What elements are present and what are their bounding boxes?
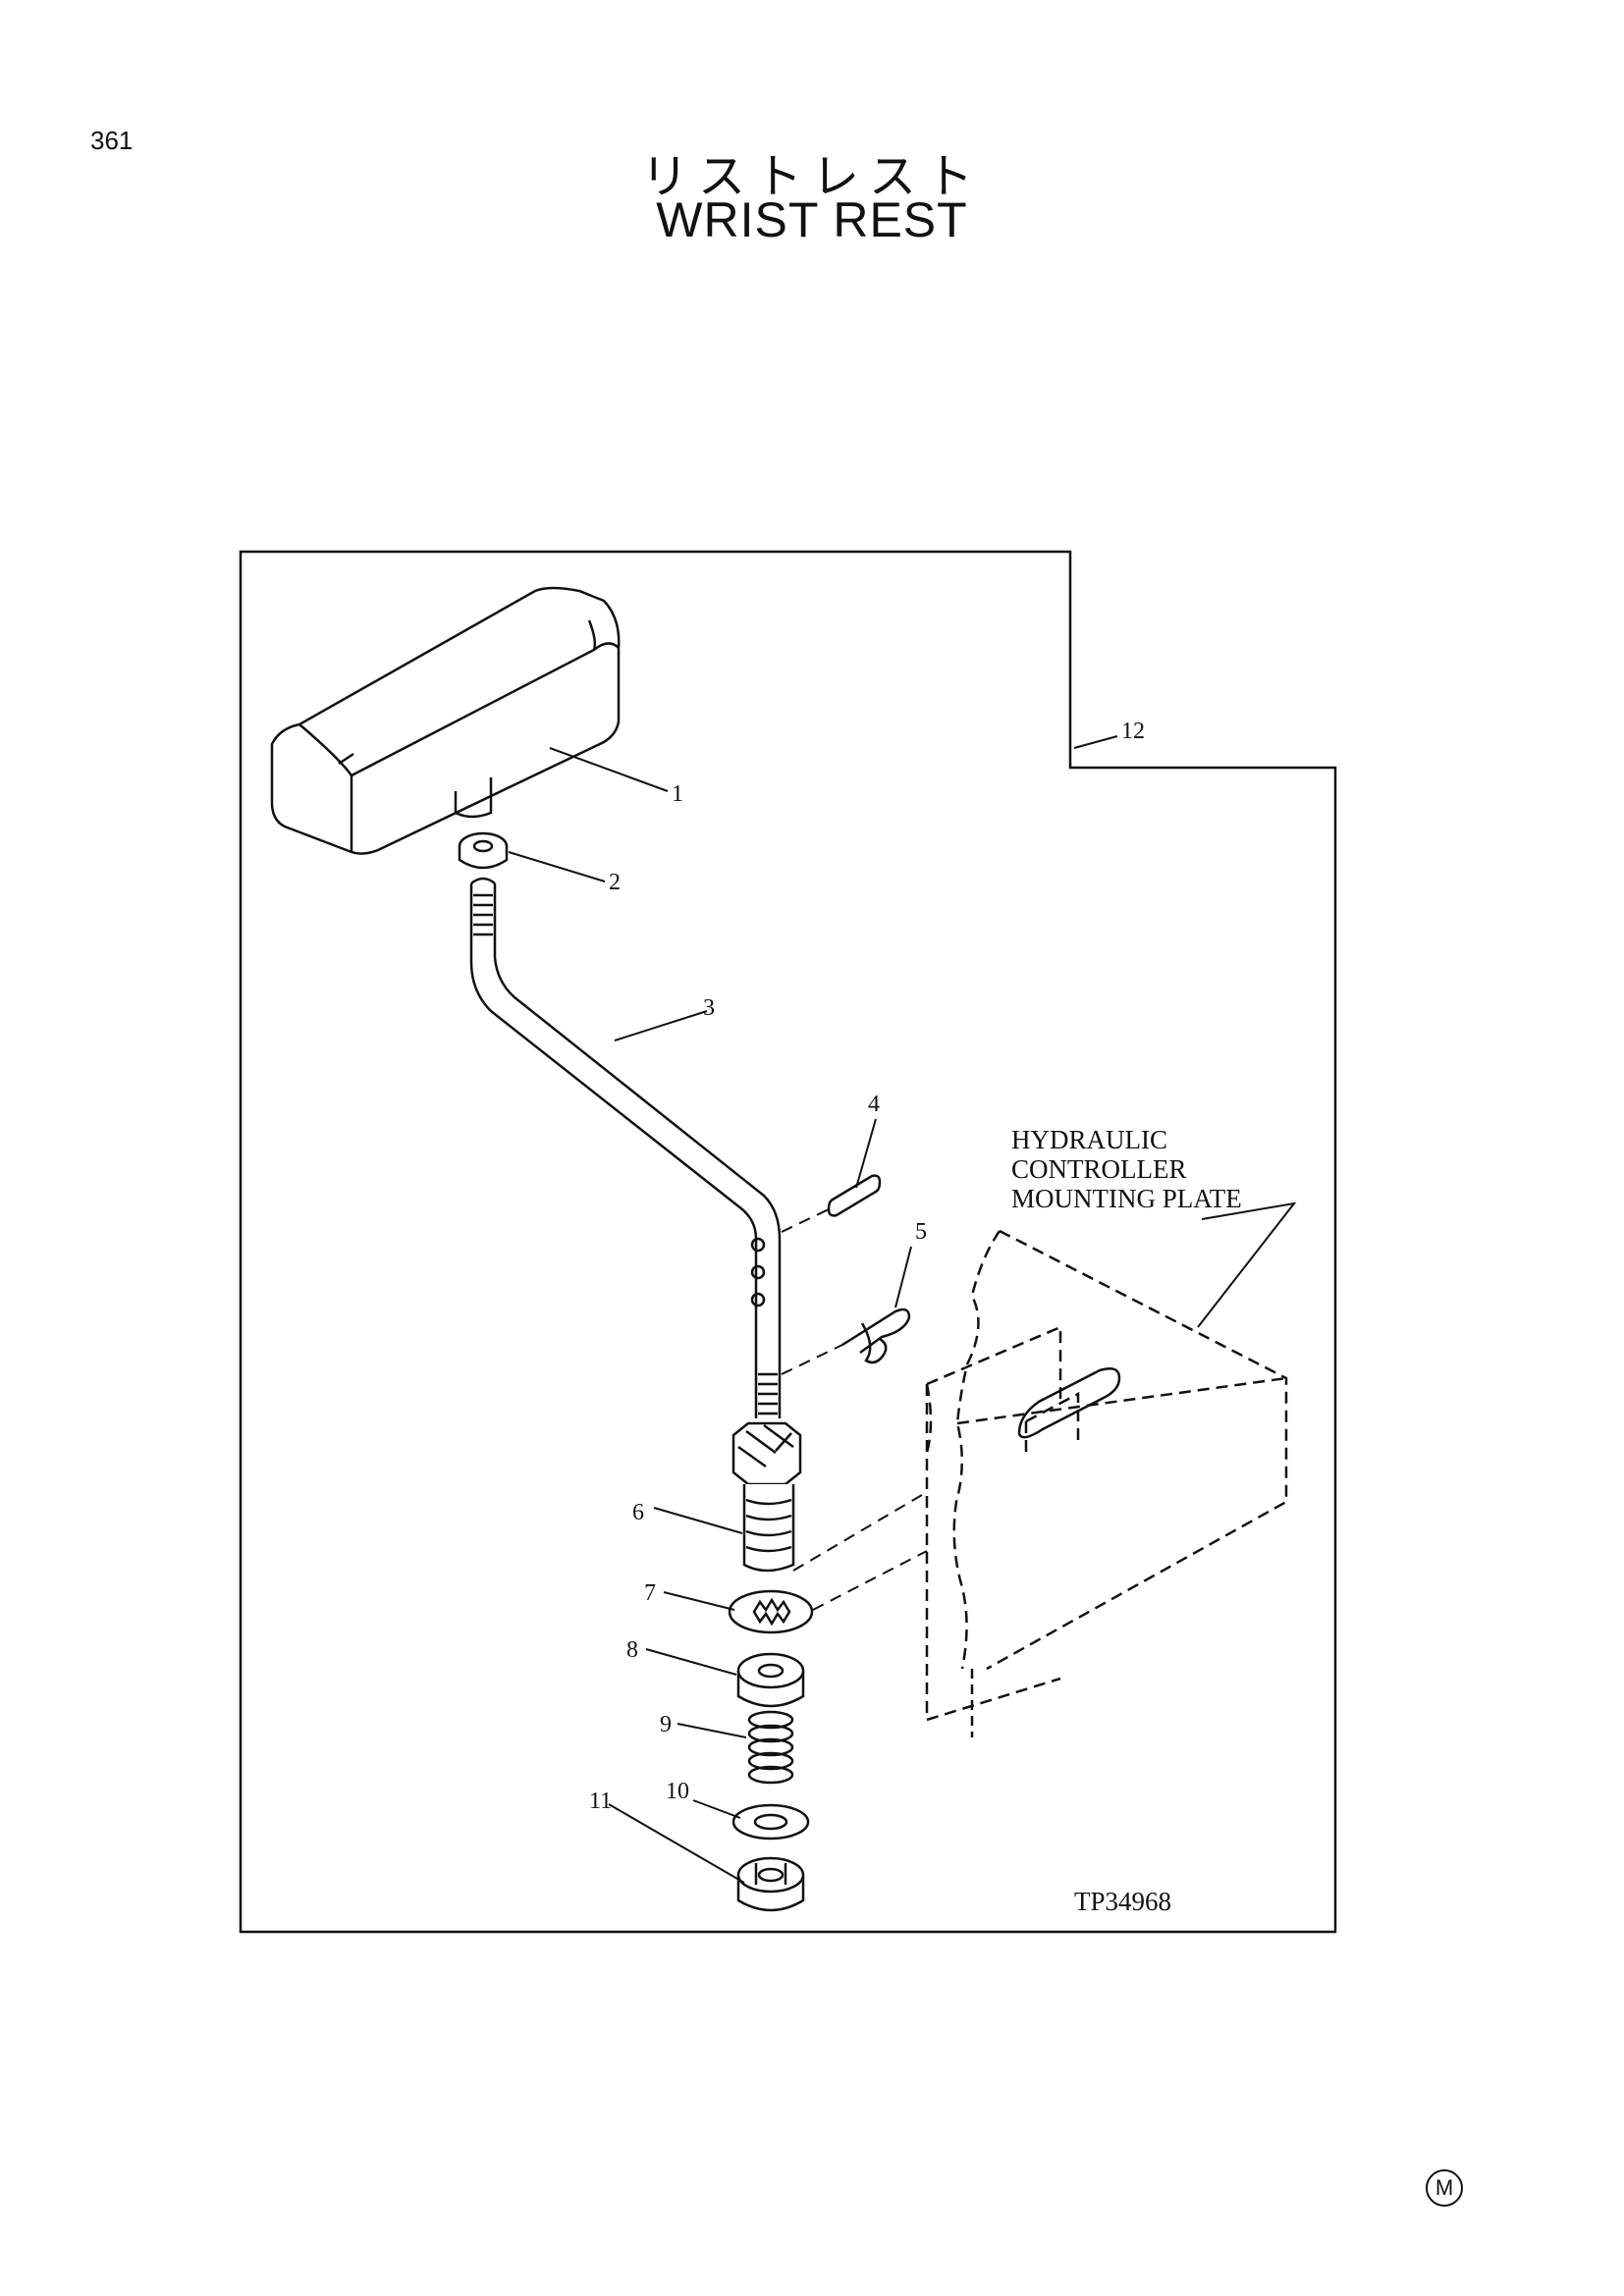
callout-4: 4 xyxy=(868,1092,880,1117)
callout-11: 11 xyxy=(589,1789,612,1814)
leader-lines xyxy=(508,735,1297,1884)
part-8-nut xyxy=(736,1652,805,1708)
part-7-lock-washer xyxy=(728,1589,814,1634)
part-2-nut xyxy=(458,831,509,870)
callout-7: 7 xyxy=(644,1580,656,1606)
part-5-clip xyxy=(841,1308,911,1364)
title-japanese: リストレスト xyxy=(640,149,983,204)
assembly-lines xyxy=(781,1206,928,1611)
part-6-bolt xyxy=(731,1421,802,1573)
part-4-pin xyxy=(827,1174,882,1217)
corner-mark-m: M xyxy=(1426,2169,1463,2207)
title-english: WRIST REST xyxy=(656,192,968,247)
callout-8: 8 xyxy=(626,1637,638,1663)
callout-12: 12 xyxy=(1121,719,1145,744)
callout-9: 9 xyxy=(660,1712,672,1737)
part-10-washer xyxy=(731,1803,810,1841)
drawing-code: TP34968 xyxy=(1074,1887,1171,1916)
callout-1: 1 xyxy=(672,781,683,807)
note-line-1: HYDRAULIC xyxy=(1011,1125,1167,1154)
callout-5: 5 xyxy=(915,1219,927,1245)
callout-2: 2 xyxy=(609,870,621,895)
part-3-rod xyxy=(469,877,782,1418)
mounting-plate xyxy=(925,1229,1288,1722)
callout-3: 3 xyxy=(703,995,715,1021)
diagram-frame xyxy=(239,550,1337,1934)
note-line-3: MOUNTING PLATE xyxy=(1011,1184,1242,1213)
part-9-spring xyxy=(747,1710,794,1785)
mounting-plate-slot xyxy=(1017,1367,1121,1439)
part-1-armrest-pad xyxy=(270,586,621,855)
page-number: 361 xyxy=(90,126,134,155)
callout-6: 6 xyxy=(632,1500,644,1525)
callout-10: 10 xyxy=(666,1779,689,1804)
note-line-2: CONTROLLER xyxy=(1011,1154,1187,1184)
part-11-castle-nut xyxy=(736,1856,805,1912)
